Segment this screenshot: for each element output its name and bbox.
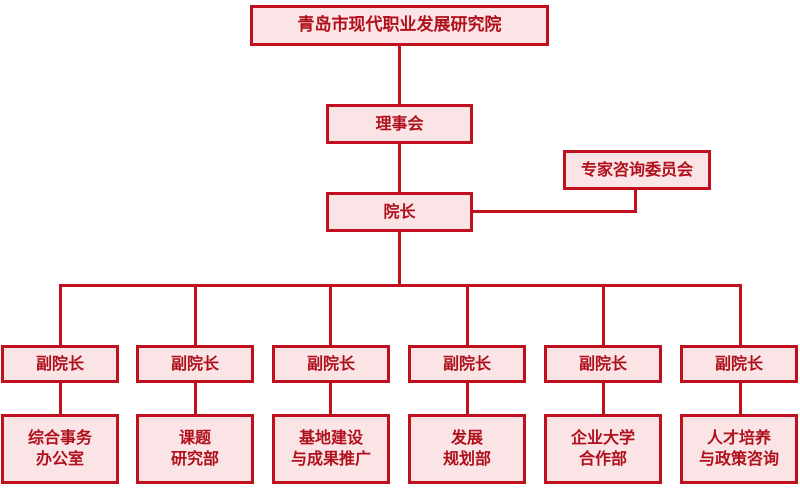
connector-council-president (398, 142, 401, 194)
department-box-3: 基地建设 与成果推广 (272, 414, 390, 484)
department-5-line-2: 合作部 (578, 449, 627, 468)
department-box-1: 综合事务 办公室 (1, 414, 119, 484)
department-4-line-1: 发展 (450, 428, 483, 448)
connector-vp-dept-5 (602, 380, 605, 417)
department-2-line-2: 研究部 (170, 449, 219, 468)
connector-vp-dept-1 (59, 380, 62, 417)
connector-bus-vp-4 (466, 284, 469, 348)
connector-vp-dept-4 (466, 380, 469, 417)
president-box: 院长 (326, 192, 473, 232)
department-5-line-1: 企业大学 (570, 428, 635, 448)
institute-box: 青岛市现代职业发展研究院 (250, 5, 549, 46)
department-3-line-1: 基地建设 (298, 428, 363, 448)
council-box: 理事会 (326, 104, 473, 144)
connector-vp-dept-3 (329, 380, 332, 417)
department-box-6: 人才培养 与政策咨询 (680, 414, 798, 484)
vice-president-box-4: 副院长 (408, 345, 526, 383)
connector-bus-vp-5 (602, 284, 605, 348)
connector-bus-vp-6 (739, 284, 742, 348)
department-3-line-2: 与成果推广 (290, 449, 371, 468)
connector-bus (59, 284, 742, 287)
department-6-line-1: 人才培养 (706, 428, 771, 448)
department-1-line-1: 综合事务 (27, 428, 92, 448)
connector-vp-dept-6 (739, 380, 742, 417)
department-6-line-2: 与政策咨询 (698, 449, 779, 468)
connector-president-expert-h (473, 210, 637, 213)
department-box-2: 课题 研究部 (136, 414, 254, 484)
connector-president-bus (398, 230, 401, 287)
expert-committee-box: 专家咨询委员会 (563, 150, 711, 190)
vice-president-box-2: 副院长 (136, 345, 254, 383)
vice-president-box-5: 副院长 (544, 345, 662, 383)
connector-bus-vp-1 (59, 284, 62, 348)
connector-president-expert-v (634, 188, 637, 213)
department-box-4: 发展 规划部 (408, 414, 526, 484)
department-2-line-1: 课题 (178, 428, 211, 448)
vice-president-box-3: 副院长 (272, 345, 390, 383)
connector-bus-vp-2 (194, 284, 197, 348)
department-box-5: 企业大学 合作部 (544, 414, 662, 484)
department-1-line-2: 办公室 (35, 449, 84, 468)
vice-president-box-1: 副院长 (1, 345, 119, 383)
connector-bus-vp-3 (329, 284, 332, 348)
connector-vp-dept-2 (194, 380, 197, 417)
department-4-line-2: 规划部 (442, 449, 491, 468)
vice-president-box-6: 副院长 (680, 345, 798, 383)
connector-institute-council (398, 44, 401, 106)
